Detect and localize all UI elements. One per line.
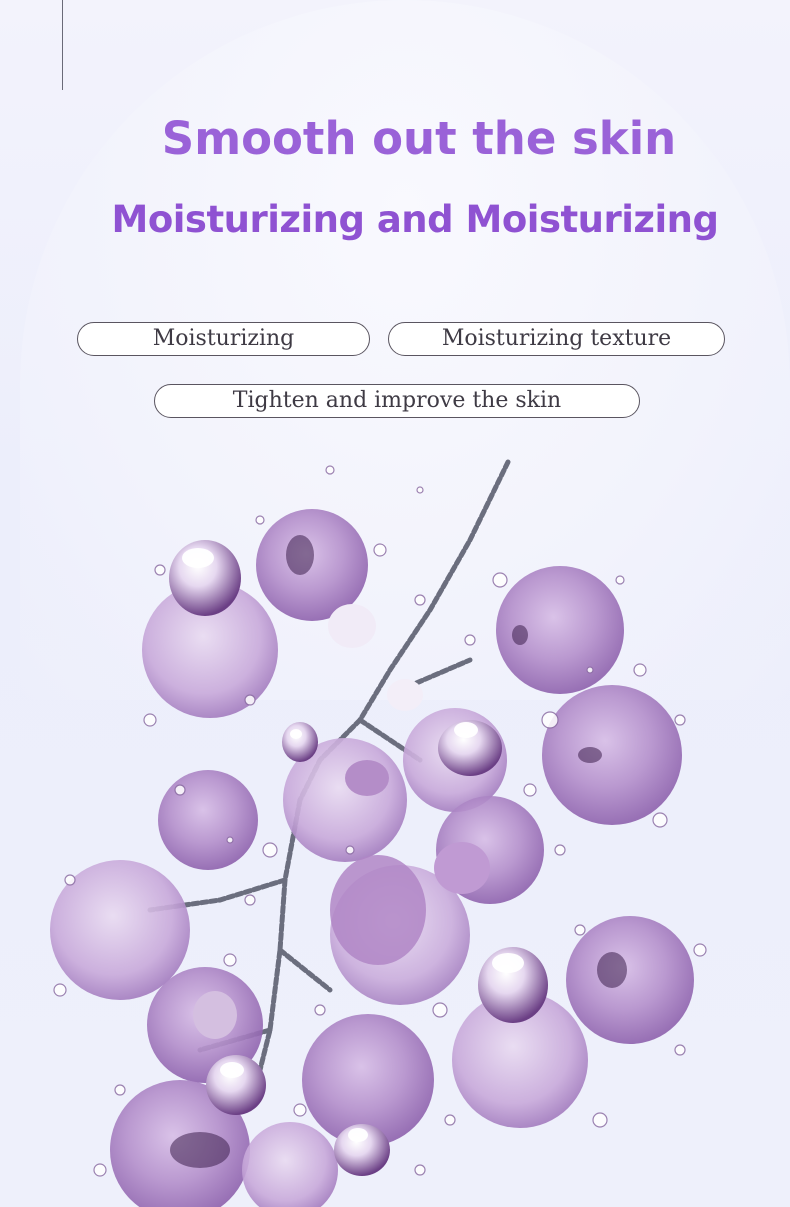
- grape-berry: [496, 566, 624, 694]
- grape-cluster-illustration: [50, 459, 707, 1207]
- grape-berry: [452, 992, 588, 1128]
- water-droplets-small: [53, 465, 707, 1177]
- corner-line: [62, 0, 63, 90]
- droplet-highlights: [182, 548, 524, 1142]
- tag-tighten-skin: Tighten and improve the skin: [154, 384, 640, 418]
- grape-berry: [50, 860, 190, 1000]
- grape-berry: [142, 582, 278, 718]
- grape-berry: [302, 1014, 434, 1146]
- water-droplets-large: [169, 540, 548, 1176]
- grape-berry: [542, 685, 682, 825]
- tag-moisturizing-texture: Moisturizing texture: [388, 322, 725, 356]
- tag-moisturizing: Moisturizing: [77, 322, 370, 356]
- grape-berry: [566, 916, 694, 1044]
- grape-berry: [242, 1122, 338, 1207]
- grape-berries: [50, 509, 694, 1207]
- berry-shadows: [170, 535, 627, 1168]
- headline-title: Smooth out the skin: [161, 112, 677, 165]
- headline-subtitle: Moisturizing and Moisturizing: [111, 198, 719, 241]
- grape-berry: [158, 770, 258, 870]
